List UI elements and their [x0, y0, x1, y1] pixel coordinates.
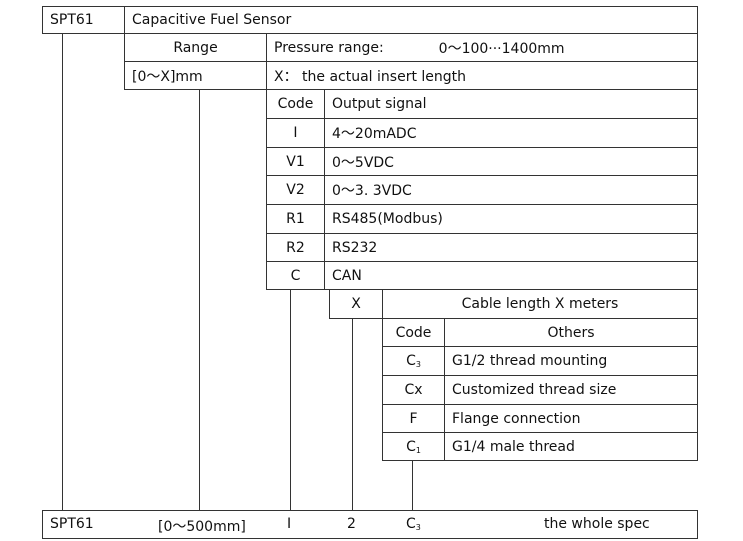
example-thread: C3 — [406, 516, 421, 532]
others-code-cell: Cx — [382, 375, 445, 405]
others-code: C3 — [406, 353, 421, 369]
output-signal: RS485(Modbus) — [332, 211, 443, 227]
others-desc: Customized thread size — [452, 382, 617, 398]
others-code-cell: C1 — [382, 432, 445, 461]
others-code-cell: C3 — [382, 346, 445, 376]
example-model: SPT61 — [50, 516, 94, 532]
others-code-header: Code — [395, 324, 432, 341]
others-code: F — [409, 410, 418, 427]
connector-output — [290, 289, 291, 511]
output-code-cell: C — [266, 261, 325, 290]
output-code: V1 — [286, 153, 305, 170]
example-row — [42, 510, 698, 539]
output-code: C — [290, 267, 301, 284]
output-code: V2 — [286, 182, 305, 198]
others-desc-cell: G1/4 male thread — [444, 432, 698, 461]
model-code-cell: SPT61 — [42, 6, 125, 34]
others-desc-cell: Customized thread size — [444, 375, 698, 405]
output-signal-cell: RS232 — [324, 233, 698, 262]
connector-model — [62, 33, 63, 511]
example-output: I — [287, 516, 292, 532]
cable-code: X — [351, 296, 361, 312]
output-code-cell: V1 — [266, 147, 325, 176]
output-code: R2 — [286, 239, 305, 256]
others-code-header-cell: Code — [382, 318, 445, 347]
output-code-cell: V2 — [266, 175, 325, 205]
output-code-cell: R1 — [266, 204, 325, 234]
x-note: X： the actual insert length — [274, 68, 467, 85]
output-signal: CAN — [332, 267, 362, 284]
output-signal: 0～5VDC — [332, 154, 394, 171]
output-code: I — [293, 125, 298, 141]
range-label-cell: Range — [124, 33, 267, 62]
range-value: [0～X]mm — [132, 68, 203, 85]
output-signal-cell: CAN — [324, 261, 698, 290]
connector-cable — [352, 318, 353, 511]
example-cable: 2 — [347, 516, 356, 532]
others-desc-cell: G1/2 thread mounting — [444, 346, 698, 376]
product-name: Capacitive Fuel Sensor — [132, 12, 292, 28]
connector-thread — [412, 460, 413, 511]
range-label: Range — [173, 39, 218, 56]
others-desc-cell: Flange connection — [444, 404, 698, 433]
output-signal-header-cell: Output signal — [324, 89, 698, 119]
output-signal: 0～3. 3VDC — [332, 183, 412, 199]
connector-range — [199, 90, 200, 511]
x-note-cell: X： the actual insert length — [266, 61, 698, 90]
pressure-range-label: Pressure range: — [274, 39, 384, 56]
output-signal-cell: 4～20mADC — [324, 118, 698, 148]
others-desc: G1/2 thread mounting — [452, 353, 608, 369]
cable-description-cell: Cable length X meters — [382, 289, 698, 319]
others-header-cell: Others — [444, 318, 698, 347]
output-signal-header: Output signal — [332, 96, 427, 112]
pressure-range-value: 0～100···1400mm — [438, 40, 565, 57]
others-code: C1 — [406, 438, 421, 455]
output-signal: 4～20mADC — [332, 126, 417, 142]
range-value-cell: [0～X]mm — [124, 61, 267, 90]
product-name-cell: Capacitive Fuel Sensor — [124, 6, 698, 34]
output-signal-cell: 0～5VDC — [324, 147, 698, 176]
pressure-range-cell: Pressure range: 0～100···1400mm — [266, 33, 698, 62]
example-range: [0～500mm] — [158, 519, 246, 535]
cable-description: Cable length X meters — [461, 296, 619, 312]
example-label: the whole spec — [544, 516, 650, 532]
output-code-header: Code — [277, 96, 314, 112]
output-signal-cell: 0～3. 3VDC — [324, 175, 698, 205]
output-signal-cell: RS485(Modbus) — [324, 204, 698, 234]
output-code-header-cell: Code — [266, 89, 325, 119]
output-code: R1 — [286, 211, 305, 227]
cable-code-cell: X — [329, 289, 383, 319]
others-desc: Flange connection — [452, 410, 581, 427]
others-code-cell: F — [382, 404, 445, 433]
model-code: SPT61 — [50, 12, 94, 28]
output-signal: RS232 — [332, 239, 378, 256]
others-code: Cx — [404, 382, 423, 398]
others-desc: G1/4 male thread — [452, 438, 575, 455]
output-code-cell: I — [266, 118, 325, 148]
others-header: Others — [547, 324, 595, 341]
output-code-cell: R2 — [266, 233, 325, 262]
